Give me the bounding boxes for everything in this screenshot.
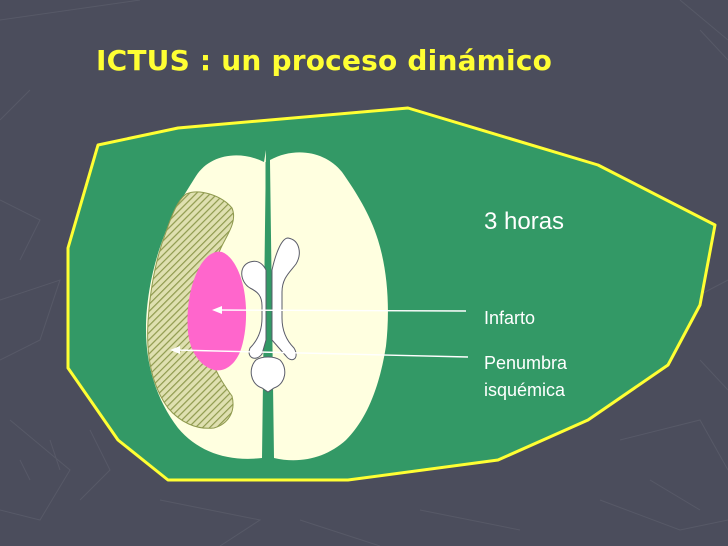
brain-axial-section xyxy=(146,150,388,461)
arrow-left-icon xyxy=(212,306,222,314)
infarct-label: Infarto xyxy=(484,308,536,328)
penumbra-pointer xyxy=(175,349,469,358)
penumbra-label-line1: Penumbra xyxy=(484,353,568,373)
slide-title: ICTUS : un proceso dinámico xyxy=(96,44,553,77)
right-lateral-ventricle xyxy=(271,237,300,361)
time-label: 3 horas xyxy=(484,208,565,235)
infarct-pointer xyxy=(215,309,467,312)
penumbra-label: Penumbra isquémica xyxy=(484,350,567,404)
arrow-left-icon xyxy=(170,346,180,354)
posterior-ventricle-horn xyxy=(250,356,286,393)
left-lateral-ventricle xyxy=(241,260,267,359)
penumbra-label-line2: isquémica xyxy=(484,380,566,400)
right-hemisphere xyxy=(270,152,388,461)
